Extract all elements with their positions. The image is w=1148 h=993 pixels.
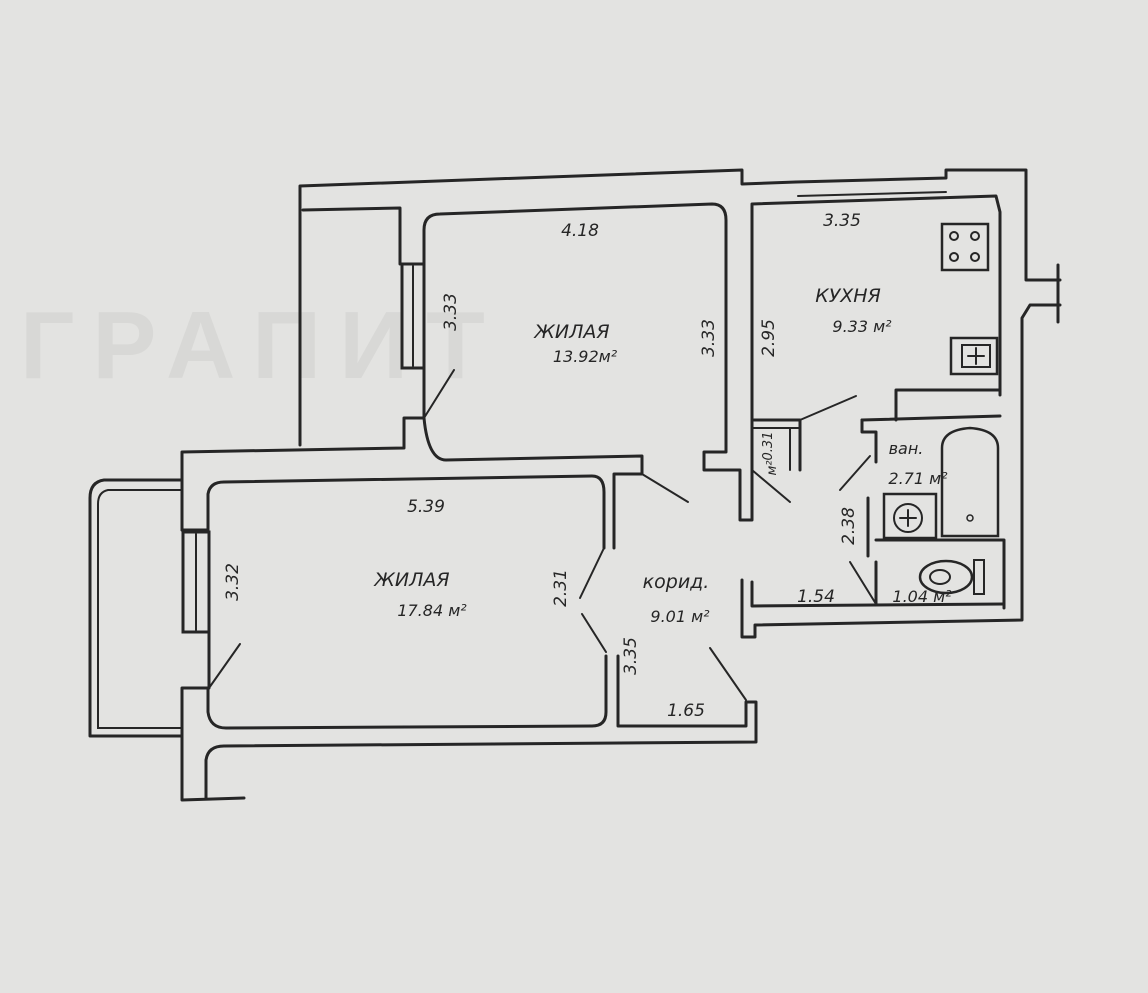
bathroom-sink-icon [882, 492, 938, 540]
wall-lower-outer [204, 654, 758, 800]
room-name-living-bottom: ЖИЛАЯ [373, 569, 449, 591]
wall-kitchen-bath [894, 388, 1002, 422]
room-area-bath: 2.71 м² [888, 469, 948, 488]
closet-area-value: 0.31 [761, 432, 776, 461]
wall-bath-left-top [860, 418, 878, 464]
wall-bath-top [860, 414, 1002, 422]
dim-bath-height: 2.38 [839, 507, 859, 545]
dim-corridor-upper: 2.31 [551, 569, 571, 607]
walls [88, 168, 1062, 802]
room-area-living-top: 13.92м² [553, 347, 618, 366]
closet-area-unit: м² [765, 460, 780, 475]
wall-top-room-bottom [422, 416, 644, 550]
door-bottom-room-lower [581, 613, 607, 653]
dim-living-top-left: 3.33 [441, 293, 461, 331]
room-area-kitchen: 9.33 м² [832, 317, 892, 336]
watermark-text: ГРАПИТ [20, 292, 503, 399]
room-area-living-bottom: 17.84 м² [397, 601, 467, 620]
wall-bath-wc [874, 538, 1006, 610]
door-kitchen [799, 395, 857, 421]
toilet-icon [918, 559, 985, 595]
stove-icon [940, 222, 990, 272]
bathtub-icon [940, 426, 1000, 538]
dim-living-bottom-width: 5.39 [407, 497, 445, 517]
doors [208, 369, 877, 701]
door-entry [709, 647, 747, 701]
door-closet [751, 469, 791, 503]
wall-bottom-room-left [180, 630, 246, 802]
dim-kitchen-width: 3.35 [823, 211, 861, 231]
window-bottom-room [181, 530, 211, 634]
room-name-bath: ван. [889, 439, 924, 458]
door-bath [839, 455, 871, 491]
door-top-room [423, 369, 455, 419]
wall-corridor-bottom [750, 580, 1006, 608]
door-balcony [208, 643, 241, 689]
wall-bottom-room-bottom [206, 654, 608, 730]
wall-top-room-left [180, 366, 426, 532]
dim-living-bottom-left: 3.32 [223, 563, 243, 601]
window-top-room [400, 262, 426, 370]
dim-corridor-width: 1.65 [667, 701, 705, 721]
dim-living-top-right: 3.33 [699, 319, 719, 357]
dim-bath-width: 1.54 [797, 587, 835, 607]
wall-top-room-right-kitchen [422, 194, 1002, 522]
room-name-living-top: ЖИЛАЯ [533, 321, 609, 343]
outer-wall-top [298, 168, 798, 447]
room-area-toilet: 1.04 м² [892, 587, 952, 606]
dim-living-top-width: 4.18 [561, 221, 599, 241]
door-top-room-corridor [641, 473, 689, 503]
window-kitchen [795, 177, 947, 197]
balcony-inner [97, 489, 183, 729]
dim-corridor-lower: 3.35 [621, 637, 641, 675]
room-name-corridor: корид. [643, 571, 710, 593]
kitchen-sink-icon [949, 336, 999, 376]
wall-top-inner-left [301, 206, 402, 266]
door-bottom-room-upper [579, 547, 605, 599]
room-area-corridor: 9.01 м² [650, 607, 710, 626]
outer-wall-right [740, 303, 1062, 639]
wall-bottom-room-top [180, 474, 606, 550]
door-wc [849, 561, 877, 605]
dim-kitchen-height: 2.95 [759, 319, 779, 357]
labels: 4.18 3.33 3.33 ЖИЛАЯ 13.92м² 3.35 2.95 К… [223, 211, 952, 721]
room-name-kitchen: КУХНЯ [815, 285, 881, 307]
balcony-outer [88, 478, 184, 738]
wall-closet-inner [751, 427, 801, 471]
